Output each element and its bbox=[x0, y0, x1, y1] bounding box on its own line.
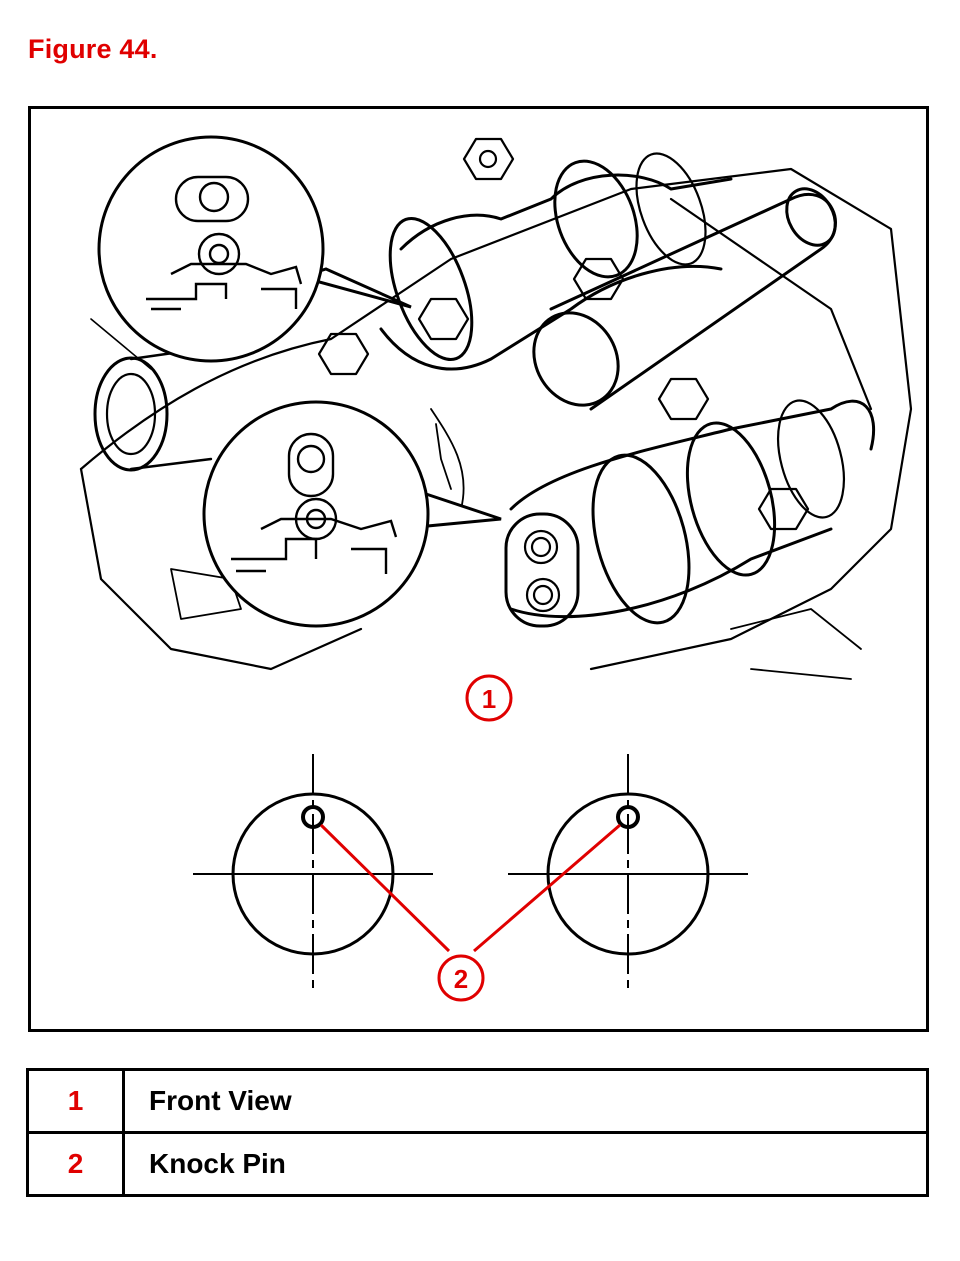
legend-row: 1 Front View bbox=[26, 1068, 929, 1134]
legend-number: 1 bbox=[26, 1068, 125, 1134]
legend-row: 2 Knock Pin bbox=[26, 1131, 929, 1197]
detail-bubble-lower bbox=[202, 400, 502, 628]
legend-number: 2 bbox=[26, 1131, 125, 1197]
callout-2-label: 2 bbox=[454, 964, 468, 994]
camshaft-drawing bbox=[79, 137, 913, 680]
legend-label: Knock Pin bbox=[122, 1131, 929, 1197]
detail-bubble-upper bbox=[97, 135, 412, 363]
figure-title: Figure 44. bbox=[28, 34, 158, 64]
callout-1: 1 bbox=[465, 674, 513, 722]
figure-frame: 1 2 bbox=[28, 106, 929, 1032]
callout-1-label: 1 bbox=[482, 684, 496, 714]
legend-table: 1 Front View 2 Knock Pin bbox=[26, 1068, 929, 1197]
engine-illustration: 1 2 bbox=[79, 135, 913, 1002]
knock-pin-diagram bbox=[193, 754, 748, 994]
legend-label: Front View bbox=[122, 1068, 929, 1134]
callout-2: 2 bbox=[437, 954, 485, 1002]
knock-pin-leaders bbox=[319, 823, 621, 953]
